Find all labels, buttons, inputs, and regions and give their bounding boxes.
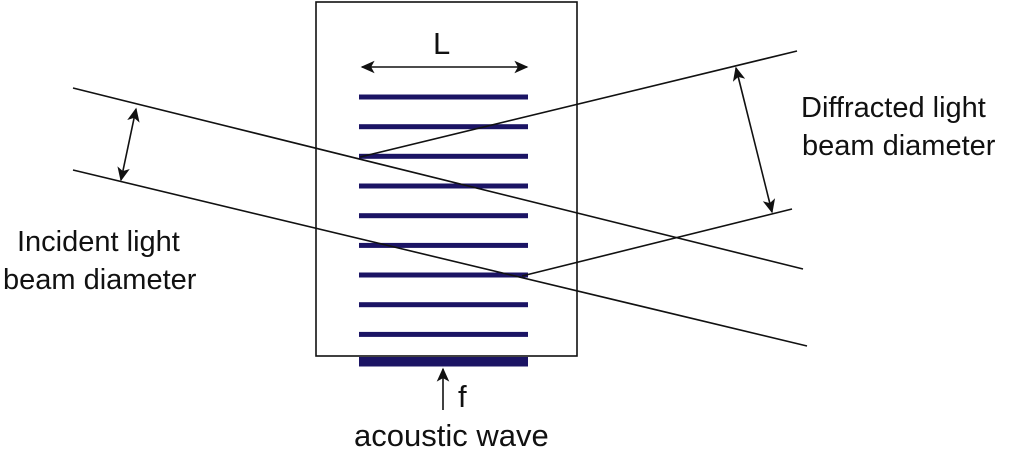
diffracted-beam-lower-edge: [521, 208, 793, 277]
acoustic-wave-label: acoustic wave: [354, 418, 549, 449]
diffracted-label-line1: Diffracted light: [801, 92, 986, 124]
diffracted-beam-upper-edge: [359, 50, 798, 158]
grating-layer: [359, 213, 528, 219]
grating-layer: [359, 94, 528, 100]
incident-beam-upper-edge: [72, 87, 804, 270]
grating-layer: [359, 242, 528, 248]
frequency-label: f: [458, 379, 467, 414]
crystal-box: [315, 1, 578, 357]
grating-layer: [359, 272, 528, 278]
diffracted-label-line2: beam diameter: [802, 130, 996, 162]
incident-label-line1: Incident light: [17, 226, 180, 258]
diffracted-diameter-arrow: [732, 66, 776, 214]
grating-layer: [359, 183, 528, 189]
length-label: L: [433, 26, 450, 61]
grating-layer: [359, 153, 528, 159]
transducer: [359, 357, 528, 365]
incident-beam-lower-edge: [72, 169, 808, 347]
grating-layer: [359, 124, 528, 130]
acoustic-grating: [359, 94, 528, 367]
incident-label-line2: beam diameter: [3, 264, 197, 296]
incident-diameter-arrow: [117, 107, 140, 182]
grating-layer: [359, 302, 528, 308]
grating-layer: [359, 331, 528, 337]
